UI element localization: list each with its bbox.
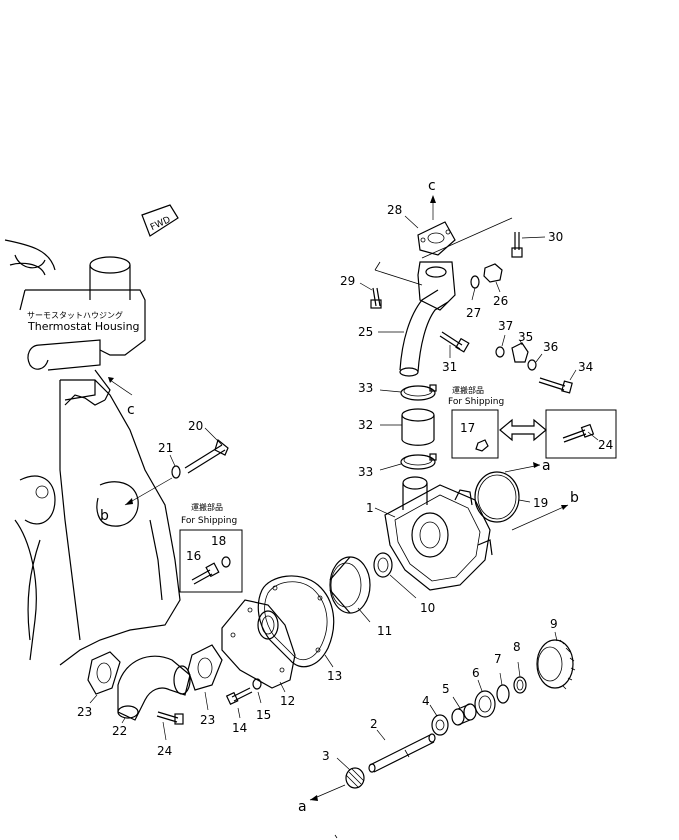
clamp-33-upper: 33 <box>358 381 437 401</box>
part-7: 7 <box>494 652 502 666</box>
shipping-en-right: For Shipping <box>448 397 504 407</box>
part-5: 5 <box>442 682 450 696</box>
callout-c-lower: c <box>127 402 135 418</box>
part-35: 35 <box>518 330 533 344</box>
part-13: 13 <box>327 669 342 683</box>
callout-b-right: b <box>570 490 579 506</box>
pipe-25: 25 <box>358 217 513 377</box>
part-32: 32 <box>358 418 373 432</box>
gasket-13: 13 <box>257 575 342 683</box>
engine-block <box>4 239 181 666</box>
bracket-35: 35 <box>511 330 533 363</box>
part-14: 14 <box>232 721 247 735</box>
shipping-box-right: 運搬部品 For Shipping 17 <box>448 385 504 459</box>
part-26: 26 <box>493 294 508 308</box>
bolt-31: 31 <box>439 331 470 374</box>
washer-27: 27 <box>466 275 481 320</box>
part-22: 22 <box>112 724 127 738</box>
gear-9: 9 <box>536 617 576 690</box>
part-36: 36 <box>543 340 558 354</box>
flange-28: 28 c <box>387 178 456 256</box>
ring-8: 8 <box>513 640 527 694</box>
bolt-34: 34 <box>538 360 593 394</box>
oring-19: 19 a b <box>474 458 579 531</box>
part-24-lower: 24 <box>157 744 172 758</box>
part-21: 21 <box>158 441 173 455</box>
part-12: 12 <box>280 694 295 708</box>
bearing-4: 4 <box>422 694 449 736</box>
shipping-jp-right: 運搬部品 <box>452 385 484 395</box>
bolt-29: 29 <box>340 274 382 309</box>
spacer-5: 5 <box>442 682 477 726</box>
hose-32: 32 <box>358 408 435 446</box>
callout-a-lower: a <box>298 799 307 815</box>
callout-b-left: b <box>100 508 109 524</box>
part-30: 30 <box>548 230 563 244</box>
shipping-jp-left: 運搬部品 <box>191 502 223 512</box>
bolt-24-box: 24 <box>545 409 617 459</box>
part-9: 9 <box>550 617 558 631</box>
shipping-box-left: 運搬部品 For Shipping 16 18 <box>179 502 243 593</box>
part-17: 17 <box>460 421 475 435</box>
part-33-upper: 33 <box>358 381 373 395</box>
part-3: 3 <box>322 749 330 763</box>
fwd-label: FWD <box>149 215 172 233</box>
bearing-6: 6 <box>472 666 496 718</box>
gasket-23-left: 23 <box>77 651 121 719</box>
part-11: 11 <box>377 624 392 638</box>
part-16: 16 <box>186 549 201 563</box>
callout-a-upper: a <box>542 458 551 474</box>
thermostat-housing: サーモスタットハウジング Thermostat Housing c <box>14 254 146 418</box>
bolt-20: 20 <box>184 419 229 474</box>
washer-37: 37 <box>495 319 513 358</box>
bolt-14: 14 15 <box>225 678 271 735</box>
part-4: 4 <box>422 694 430 708</box>
part-34: 34 <box>578 360 593 374</box>
double-arrow <box>499 418 547 442</box>
part-24-box: 24 <box>598 438 613 452</box>
cover-plate-12: 12 <box>221 599 296 708</box>
impeller-11: 11 <box>329 556 392 638</box>
part-18: 18 <box>211 534 226 548</box>
washer-36: 36 <box>527 340 558 371</box>
part-31: 31 <box>442 360 457 374</box>
nut-26: 26 <box>483 263 508 308</box>
bolt-30: 30 <box>511 230 563 258</box>
part-33-lower: 33 <box>358 465 373 479</box>
part-27: 27 <box>466 306 481 320</box>
part-23-right: 23 <box>200 713 215 727</box>
part-1: 1 <box>366 501 374 515</box>
part-6: 6 <box>472 666 480 680</box>
callout-c-upper: c <box>428 178 436 194</box>
part-10: 10 <box>420 601 435 615</box>
part-20: 20 <box>188 419 203 433</box>
nut-3: 3 a <box>298 749 365 815</box>
bolt-24-lower: 24 <box>156 711 184 758</box>
part-23-left: 23 <box>77 705 92 719</box>
clamp-33-lower: 33 <box>358 453 437 479</box>
pump-body-1: 1 <box>366 476 493 591</box>
washer-21: 21 <box>158 441 181 479</box>
part-15: 15 <box>256 708 271 722</box>
fwd-arrow: FWD <box>141 204 179 237</box>
shipping-en-left: For Shipping <box>181 516 237 526</box>
part-19: 19 <box>533 496 548 510</box>
seal-10: 10 <box>373 552 435 615</box>
part-2: 2 <box>370 717 378 731</box>
elbow-22: 22 <box>112 655 191 738</box>
shaft-2: 2 <box>368 717 436 773</box>
part-8: 8 <box>513 640 521 654</box>
part-25: 25 <box>358 325 373 339</box>
thermostat-jp-label: サーモスタットハウジング <box>27 310 123 320</box>
snap-ring-7: 7 <box>494 652 510 704</box>
thermostat-en-label: Thermostat Housing <box>27 320 140 333</box>
part-29: 29 <box>340 274 355 288</box>
part-28: 28 <box>387 203 402 217</box>
gasket-23-right: 23 <box>187 644 223 727</box>
part-37: 37 <box>498 319 513 333</box>
